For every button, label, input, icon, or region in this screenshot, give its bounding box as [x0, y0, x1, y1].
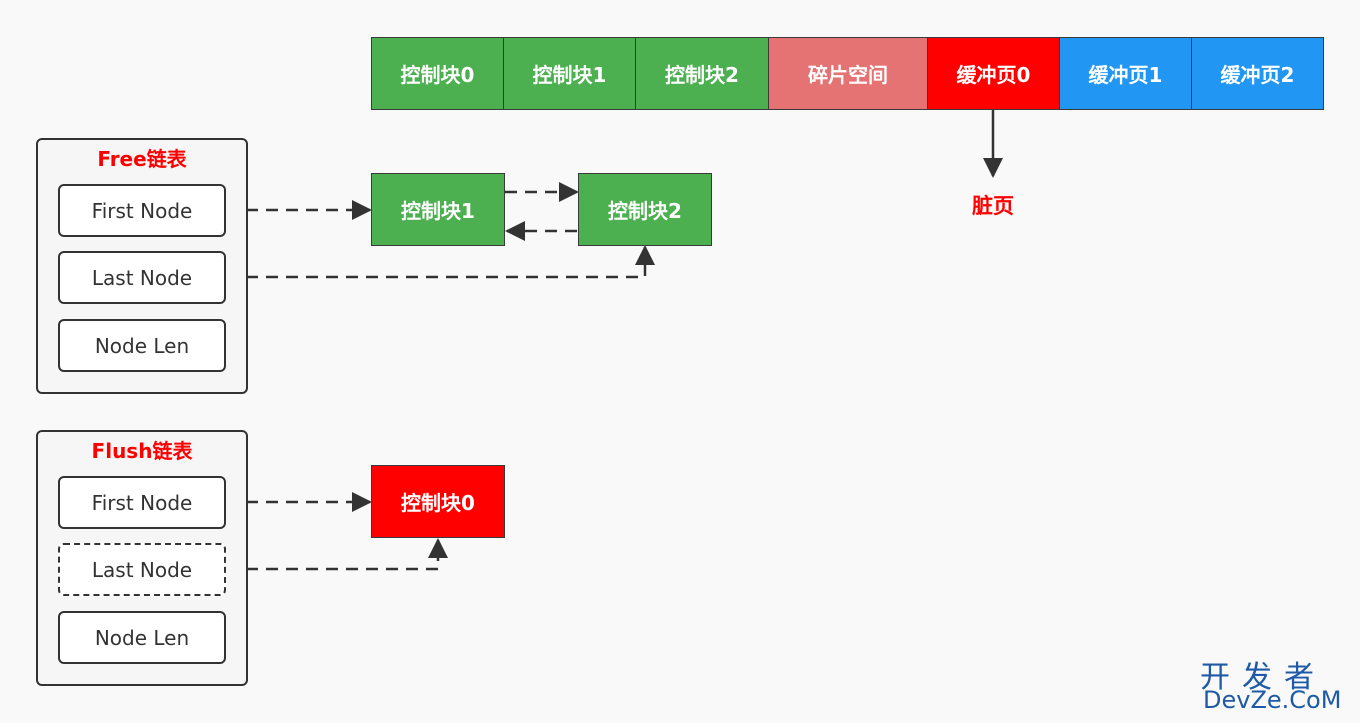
- strip-control-block-0: 控制块0: [371, 37, 504, 110]
- flush-node-len: Node Len: [58, 611, 226, 664]
- dirty-page-label: 脏页: [972, 194, 1014, 218]
- flush-last-node: Last Node: [58, 543, 226, 596]
- flush-first-node: First Node: [58, 476, 226, 529]
- watermark-domain: DevZe.CoM: [1203, 686, 1342, 714]
- free-last-node: Last Node: [58, 251, 226, 304]
- flush-block-0: 控制块0: [371, 465, 505, 538]
- strip-buffer-page-2: 缓冲页2: [1191, 37, 1324, 110]
- strip-buffer-page-0: 缓冲页0: [927, 37, 1060, 110]
- strip-control-block-1: 控制块1: [503, 37, 636, 110]
- strip-fragment-space: 碎片空间: [768, 37, 928, 110]
- strip-buffer-page-1: 缓冲页1: [1059, 37, 1192, 110]
- flush-last-arrow: [226, 538, 448, 571]
- free-block-1: 控制块1: [371, 173, 505, 246]
- strip-control-block-2: 控制块2: [635, 37, 769, 110]
- free-list-title: Free链表: [97, 147, 187, 171]
- free-node-len: Node Len: [58, 319, 226, 372]
- flush-list-title: Flush链表: [91, 439, 193, 463]
- watermark-title: 开发者: [1200, 660, 1326, 695]
- free-first-node: First Node: [58, 184, 226, 237]
- free-block-2: 控制块2: [578, 173, 712, 246]
- free-last-arrow: [226, 245, 655, 279]
